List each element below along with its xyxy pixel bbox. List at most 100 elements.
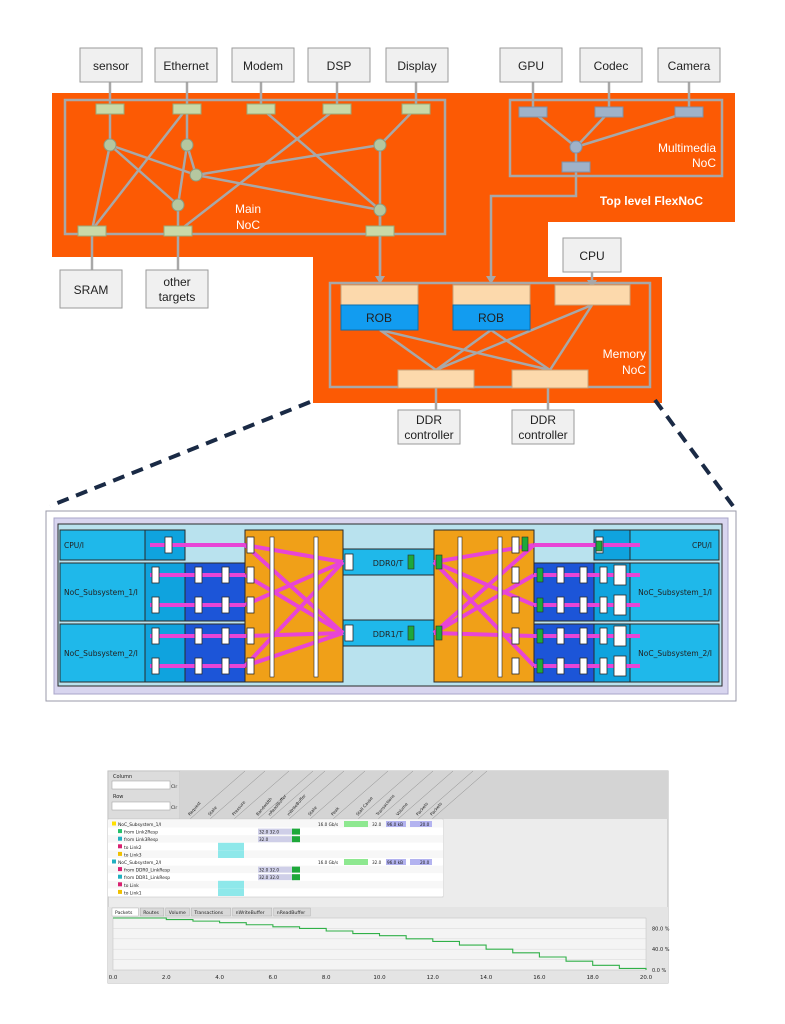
chart-tab-label: nReadBuffer [277,910,306,916]
sub1-right-label: NoC_Subsystem_1/I [638,588,712,597]
cell-value: 32.0 [372,860,382,865]
initiator-camera-label: Camera [668,59,711,73]
column-header-strip [180,771,668,819]
ddr-controller-label: controller [518,428,567,442]
cell-value: 32.0 32.0 [259,875,279,880]
x-tick-label: 16.0 [533,975,546,981]
filter-row-clear[interactable]: Clr [171,805,177,811]
sub1-left-label: NoC_Subsystem_1/I [64,588,138,597]
cell-highlight [218,842,244,851]
column-divider [189,770,246,820]
cell-value: 20.0 [420,822,430,827]
chart-tab[interactable] [191,907,231,917]
chart-tab[interactable] [232,907,273,917]
cell-value: 16.0 Gb/s [318,822,338,827]
table-row[interactable] [108,858,443,866]
rob-upper-left [340,284,419,306]
row-name: from Link2Resp [124,830,158,836]
x-tick-label: 4.0 [215,975,224,981]
ddr-port-left [397,369,475,389]
cell-highlight [344,859,368,865]
initiator-dsp-label: DSP [327,59,352,73]
cell-value: 32.0 [372,822,382,827]
table-row[interactable] [108,888,443,896]
filter-row-input[interactable] [111,801,171,811]
x-tick-label: 10.0 [373,975,386,981]
column-divider [377,770,434,820]
table-row[interactable] [108,880,443,889]
cell-highlight [258,828,294,835]
cell-value: 20.0 [420,860,430,865]
row-name: NoC_Subsystem_1/I [118,822,161,828]
arrow-head-icon [375,276,385,284]
detail-green-markers [407,536,603,674]
ddr-controller-label: DDR [416,413,442,427]
cell-value: 96.0 kB [387,822,403,827]
filter-row-label: Row [113,794,123,800]
cell-value: 32.0 32.0 [259,868,279,873]
cell-highlight [410,821,432,827]
column-header[interactable]: Peak [330,805,341,816]
target-targets-label: targets [159,290,196,304]
filter-column-input[interactable] [111,780,171,790]
row-color-swatch [118,889,122,894]
cell-highlight [344,821,368,827]
row-name: from DDR1_LinkResp [124,875,170,881]
cell-highlight [410,859,432,865]
sub2-left-label: NoC_Subsystem_2/I [64,649,138,658]
row-color-swatch [118,851,122,856]
column-divider [417,770,474,820]
table-row[interactable] [108,842,443,851]
multimedia-noc-label: NoC [692,156,716,170]
row-name: from Link3Resp [124,837,158,843]
cpu-label: CPU [579,249,604,263]
chart-tab[interactable] [139,907,164,917]
memory-noc-links [379,272,594,410]
cpu-port [554,284,631,306]
cell-highlight [258,836,294,843]
column-divider [288,770,345,820]
column-divider [309,770,366,820]
y-tick-label: 80.0 % [652,926,670,932]
y-tick-label: 0.0 % [652,968,667,974]
row-color-swatch [118,882,122,887]
row-name: to Link3 [124,852,142,858]
table-row[interactable] [108,820,443,828]
filter-area [107,770,181,820]
zoom-line-left [49,400,311,508]
cell-flag [292,866,300,873]
chart-tab-label: Routes [143,910,159,916]
rob-block-mid [452,304,531,331]
x-tick-label: 6.0 [269,975,278,981]
row-name: to Link [124,883,139,889]
table-row[interactable] [108,850,443,858]
initiator-gpu-label: GPU [518,59,544,73]
multimedia-sockets [518,106,704,173]
filter-column-clear[interactable]: Clr [171,784,177,790]
chart-tab[interactable] [111,907,139,917]
column-divider [209,770,266,820]
memory-noc-label: Memory [603,347,646,361]
chart-tab-label: Transactions [193,910,223,916]
chart-tab-label: Volume [169,910,186,916]
sub2-right-label: NoC_Subsystem_2/I [638,649,712,658]
cell-highlight [218,850,244,858]
chart-tab[interactable] [165,907,190,917]
chart-series-line [113,917,647,970]
target-other-label: other [163,275,190,289]
column-divider [431,770,488,820]
row-color-swatch [118,844,122,849]
column-header[interactable]: State [307,805,318,817]
detail-schematic: CPU/I NoC_Subsystem_1/I NoC_Subsystem_2/… [45,510,737,702]
memory-noc-label: NoC [622,363,646,377]
cell-flag [292,828,300,835]
rob-upper-mid [452,284,531,306]
column-header[interactable]: State [207,805,218,817]
initiator-sensor-label: sensor [93,59,129,73]
chart-tab[interactable] [273,907,311,917]
rob-block-left [340,304,419,331]
